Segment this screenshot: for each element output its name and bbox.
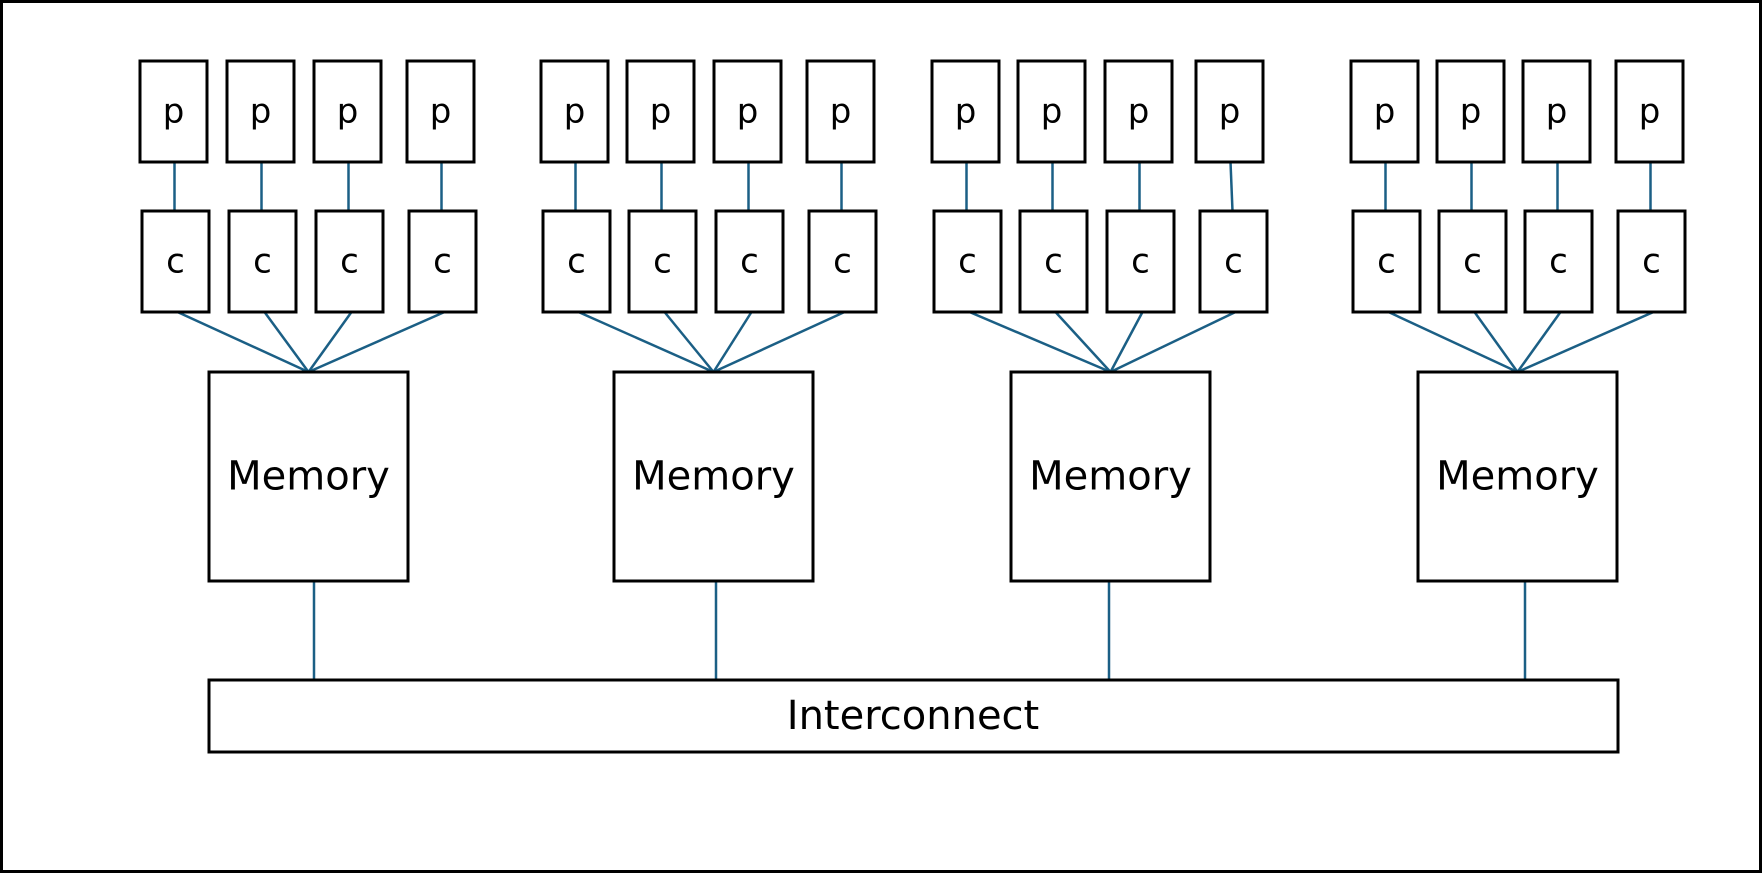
cache-label: c (740, 242, 759, 282)
processor-label: p (737, 92, 759, 132)
cache-box: c (932, 209, 1003, 314)
cache-box: c (1437, 209, 1508, 314)
cache-label: c (833, 242, 852, 282)
processor-label: p (1219, 92, 1241, 132)
processor-label: p (830, 92, 852, 132)
processor-label: p (250, 92, 272, 132)
cache-box: c (541, 209, 612, 314)
cache-memory-link (1054, 311, 1112, 373)
processor-label: p (1374, 92, 1396, 132)
processor-label: p (337, 92, 359, 132)
processor-label: p (1546, 92, 1568, 132)
cache-label: c (1463, 242, 1482, 282)
cache-box: c (140, 209, 211, 314)
processor-box: p (1521, 59, 1592, 164)
cache-label: c (567, 242, 586, 282)
processor-box: p (805, 59, 876, 164)
processor-label: p (1639, 92, 1661, 132)
cache-memory-link (307, 310, 446, 374)
cache-box: c (714, 209, 785, 314)
memory-box: Memory (1009, 370, 1212, 583)
processor-label: p (430, 92, 452, 132)
cache-box: c (407, 209, 478, 314)
cache-memory-link (176, 310, 310, 374)
cache-box: c (1018, 209, 1089, 314)
cache-label: c (1224, 242, 1243, 282)
memory-label: Memory (632, 454, 795, 500)
processor-cache-link (1229, 161, 1234, 212)
processor-box: p (1194, 59, 1265, 164)
cache-memory-link (712, 310, 846, 374)
processor-box: p (1103, 59, 1174, 164)
cache-memory-link (1387, 310, 1519, 374)
cache-memory-link (969, 310, 1111, 374)
cache-box: c (314, 209, 385, 314)
cache-box: c (807, 209, 878, 314)
cache-memory-link (1516, 311, 1562, 373)
cache-memory-link (1109, 311, 1144, 373)
cache-box: c (1351, 209, 1422, 314)
cache-label: c (1044, 242, 1063, 282)
processor-label: p (1460, 92, 1482, 132)
processor-label: p (650, 92, 672, 132)
cache-memory-link (1109, 310, 1237, 374)
cache-label: c (1642, 242, 1661, 282)
cache-label: c (166, 242, 185, 282)
processor-box: p (712, 59, 783, 164)
cache-box: c (1523, 209, 1594, 314)
processor-box: p (1435, 59, 1506, 164)
interconnect-label: Interconnect (787, 693, 1039, 739)
cache-box: c (227, 209, 298, 314)
processor-label: p (564, 92, 586, 132)
memory-box: Memory (207, 370, 410, 583)
processor-box: p (539, 59, 610, 164)
cache-memory-link (1473, 311, 1519, 373)
processor-box: p (138, 59, 209, 164)
cache-memory-link (663, 311, 715, 373)
cache-label: c (653, 242, 672, 282)
cache-label: c (1377, 242, 1396, 282)
memory-box: Memory (612, 370, 815, 583)
processor-label: p (163, 92, 185, 132)
cache-memory-link (577, 310, 715, 374)
processor-label: p (1041, 92, 1063, 132)
memory-box: Memory (1416, 370, 1619, 583)
memory-label: Memory (227, 454, 390, 500)
processor-box: p (1349, 59, 1420, 164)
processor-box: p (405, 59, 476, 164)
cache-box: c (1198, 209, 1269, 314)
processor-box: p (930, 59, 1001, 164)
cache-label: c (340, 242, 359, 282)
cache-box: c (627, 209, 698, 314)
cache-label: c (253, 242, 272, 282)
connections (173, 161, 1655, 680)
memory-label: Memory (1029, 454, 1192, 500)
processor-label: p (955, 92, 977, 132)
interconnect: Interconnect (207, 678, 1620, 754)
memory-label: Memory (1436, 454, 1599, 500)
cache-box: c (1616, 209, 1687, 314)
cache-label: c (958, 242, 977, 282)
cache-memory-link (263, 311, 310, 373)
cache-memory-link (307, 311, 353, 373)
processor-box: p (1614, 59, 1685, 164)
processor-box: p (625, 59, 696, 164)
processor-box: p (312, 59, 383, 164)
cache-label: c (433, 242, 452, 282)
processor-label: p (1128, 92, 1150, 132)
cache-memory-link (712, 311, 753, 373)
cache-label: c (1549, 242, 1568, 282)
processor-box: p (225, 59, 296, 164)
cache-box: c (1105, 209, 1176, 314)
processor-box: p (1016, 59, 1087, 164)
cache-label: c (1131, 242, 1150, 282)
cache-memory-link (1516, 310, 1655, 374)
